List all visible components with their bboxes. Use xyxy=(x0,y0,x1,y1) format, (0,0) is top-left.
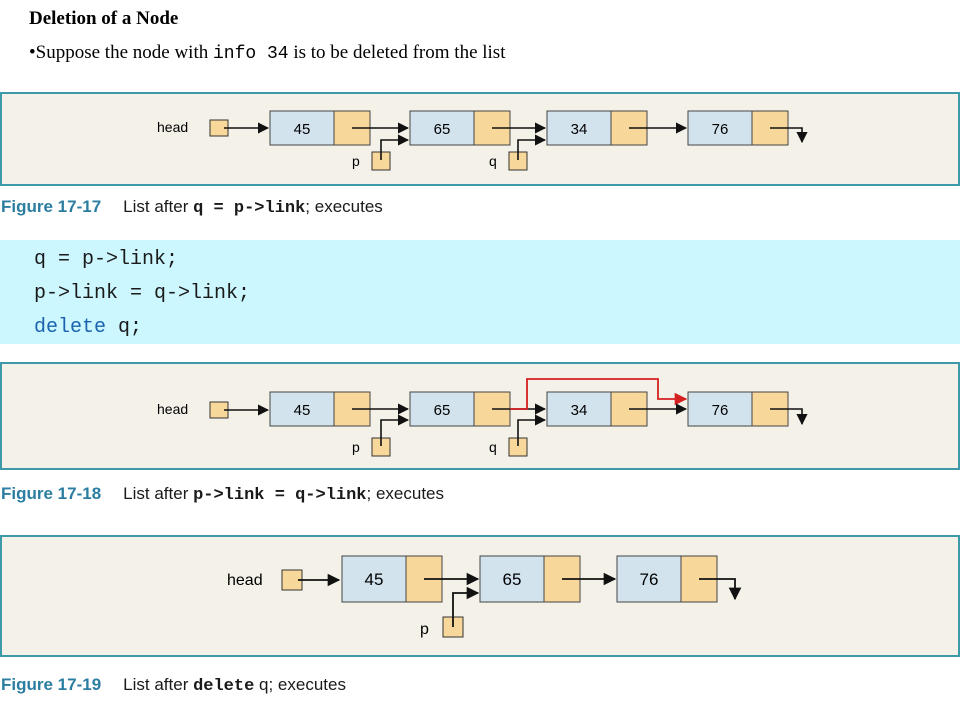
node-34-info: 34 xyxy=(571,402,588,419)
slide-title: Deletion of a Node xyxy=(29,8,179,29)
node-65: 65 xyxy=(479,555,581,603)
code-block: q = p->link; p->link = q->link; delete q… xyxy=(0,240,960,344)
code-line-1: q = p->link; xyxy=(34,248,179,271)
node-65-info: 65 xyxy=(434,121,451,138)
code-line-3: delete q; xyxy=(34,316,142,339)
figure-17-17-caption-post: ; executes xyxy=(305,197,383,216)
pointer-p-label: p xyxy=(352,439,360,455)
figure-17-17-diagram: head 45 65 34 76 p q xyxy=(157,110,808,171)
figure-17-19-panel: head 45 65 76 p xyxy=(0,535,960,657)
bullet-prefix: •Suppose the node with xyxy=(29,42,213,63)
node-65-info: 65 xyxy=(503,570,522,589)
figure-17-18-caption-code: p->link = q->link xyxy=(193,486,367,505)
pointer-q-label: q xyxy=(489,439,497,455)
bullet-text: •Suppose the node with info 34 is to be … xyxy=(29,42,505,64)
redirect-arrow xyxy=(510,378,688,410)
node-76-info: 76 xyxy=(712,121,729,138)
figure-17-18-panel: head 45 65 34 76 p xyxy=(0,362,960,470)
figure-17-17-panel: head 45 65 34 76 p q xyxy=(0,92,960,186)
bullet-suffix: is to be deleted from the list xyxy=(288,42,506,63)
figure-17-19-caption-code: delete xyxy=(193,677,255,696)
code-line-2: p->link = q->link; xyxy=(34,282,251,305)
pointer-p-label: p xyxy=(420,621,429,638)
figure-17-18-number: Figure 17-18 xyxy=(1,484,102,503)
pointer-q-label: q xyxy=(489,153,497,169)
figure-17-19-caption-pre: List after xyxy=(123,675,194,694)
figure-17-18-caption-pre: List after xyxy=(123,484,194,503)
node-76-info: 76 xyxy=(712,402,729,419)
node-45: 45 xyxy=(269,110,371,146)
figure-17-19-number: Figure 17-19 xyxy=(1,675,102,694)
node-65-info: 65 xyxy=(434,402,451,419)
figure-17-18-caption: Figure 17-18 List after p->link = q->link… xyxy=(1,484,444,505)
figure-17-17-number: Figure 17-17 xyxy=(1,197,102,216)
node-34-info: 34 xyxy=(571,121,588,138)
head-label: head xyxy=(227,572,263,589)
pointer-p-label: p xyxy=(352,153,360,169)
figure-17-19-caption: Figure 17-19 List after delete q; execute… xyxy=(1,675,346,696)
figure-17-17-caption: Figure 17-17 List after q = p->link; exec… xyxy=(1,197,383,218)
head-label: head xyxy=(157,401,188,417)
node-45-info: 45 xyxy=(294,402,311,419)
code-line-3-rest: q; xyxy=(106,316,143,339)
node-34: 34 xyxy=(546,391,648,427)
figure-17-17-caption-code: q = p->link xyxy=(193,199,306,218)
head-label: head xyxy=(157,119,188,135)
figure-17-19-caption-post: q; executes xyxy=(254,675,346,694)
code-keyword-delete: delete xyxy=(34,316,107,339)
node-76-info: 76 xyxy=(640,570,659,589)
figure-17-19-diagram: head 45 65 76 p xyxy=(227,555,742,638)
node-45-info: 45 xyxy=(294,121,311,138)
figure-17-18-caption-post: ; executes xyxy=(366,484,445,503)
node-45-info: 45 xyxy=(365,570,384,589)
figure-17-17-caption-pre: List after xyxy=(123,197,194,216)
figure-17-18-diagram: head 45 65 34 76 p xyxy=(157,378,808,457)
bullet-code: info 34 xyxy=(212,44,289,64)
